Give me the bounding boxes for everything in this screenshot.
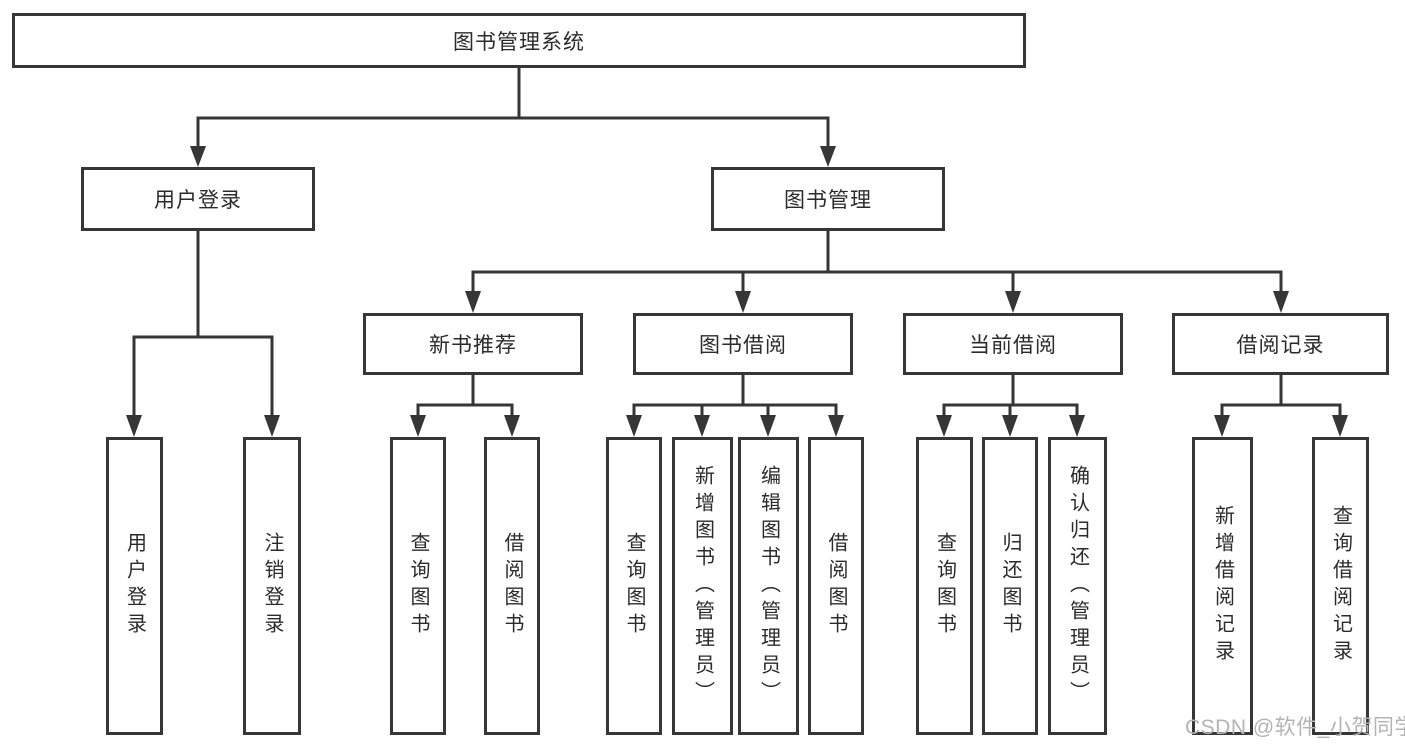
- leaf-label: 确认归还（管理员）: [1066, 464, 1089, 708]
- leaf-label: 新增借阅记录: [1211, 505, 1234, 667]
- node-user-login: 用户登录: [81, 167, 315, 231]
- arrowhead: [126, 415, 142, 437]
- leaf-add-borrow-record: 新增借阅记录: [1192, 437, 1253, 735]
- csdn-watermark: CSDN @软件_小贺同学: [1185, 716, 1405, 739]
- arrowhead: [1273, 291, 1289, 313]
- node-book-management: 图书管理: [711, 167, 945, 231]
- connector-new-book-branch: [410, 375, 520, 437]
- arrowhead: [264, 415, 280, 437]
- leaf-label: 归还图书: [999, 532, 1021, 640]
- connector-root-to-level2: [190, 68, 836, 167]
- leaf-query-books-recommend: 查询图书: [390, 437, 446, 735]
- leaf-user-login: 用户登录: [106, 437, 163, 735]
- connector-book-borrow-branch: [626, 375, 844, 437]
- arrowhead: [410, 415, 426, 437]
- arrowhead: [465, 291, 481, 313]
- leaf-query-books-borrowing: 查询图书: [606, 437, 662, 735]
- connector-book-management-branch: [465, 231, 1289, 313]
- arrowhead: [735, 291, 751, 313]
- leaf-label: 用户登录: [123, 532, 146, 640]
- arrowhead: [1002, 415, 1018, 437]
- leaf-label: 查询图书: [407, 532, 429, 640]
- leaf-query-borrow-record: 查询借阅记录: [1312, 437, 1369, 735]
- connector-current-borrow-branch: [936, 375, 1085, 437]
- arrowhead: [1214, 415, 1230, 437]
- node-library-management-system: 图书管理系统: [12, 13, 1026, 68]
- arrowhead: [1005, 291, 1021, 313]
- leaf-label: 借阅图书: [825, 532, 847, 640]
- leaf-label: 借阅图书: [501, 532, 523, 640]
- leaf-label: 查询图书: [623, 532, 645, 640]
- arrowhead: [936, 415, 952, 437]
- node-book-borrowing: 图书借阅: [633, 313, 853, 375]
- leaf-query-books-current: 查询图书: [916, 437, 973, 735]
- connector-borrow-records-branch: [1214, 375, 1348, 437]
- arrowhead: [190, 146, 206, 167]
- arrowhead: [1332, 415, 1348, 437]
- node-current-borrowing: 当前借阅: [903, 313, 1123, 375]
- arrowhead: [694, 415, 710, 437]
- leaf-confirm-return-admin: 确认归还（管理员）: [1048, 437, 1107, 735]
- leaf-label: 查询借阅记录: [1329, 505, 1352, 667]
- arrowhead: [828, 415, 844, 437]
- arrowhead: [820, 146, 836, 167]
- leaf-label: 查询图书: [933, 532, 956, 640]
- arrowhead: [1069, 415, 1085, 437]
- arrowhead: [504, 415, 520, 437]
- leaf-label: 编辑图书（管理员）: [757, 464, 780, 708]
- node-borrowing-records: 借阅记录: [1172, 313, 1389, 375]
- node-new-book-recommendation: 新书推荐: [363, 313, 583, 375]
- connector-user-login-branch: [126, 231, 280, 437]
- leaf-borrow-books-recommend: 借阅图书: [484, 437, 540, 735]
- leaf-borrow-books: 借阅图书: [808, 437, 864, 735]
- leaf-return-book: 归还图书: [982, 437, 1038, 735]
- leaf-label: 新增图书（管理员）: [691, 464, 714, 708]
- leaf-logout: 注销登录: [243, 437, 301, 735]
- leaf-add-book-admin: 新增图书（管理员）: [672, 437, 733, 735]
- leaf-edit-book-admin: 编辑图书（管理员）: [738, 437, 799, 735]
- arrowhead: [760, 415, 776, 437]
- leaf-label: 注销登录: [261, 532, 283, 640]
- arrowhead: [626, 415, 642, 437]
